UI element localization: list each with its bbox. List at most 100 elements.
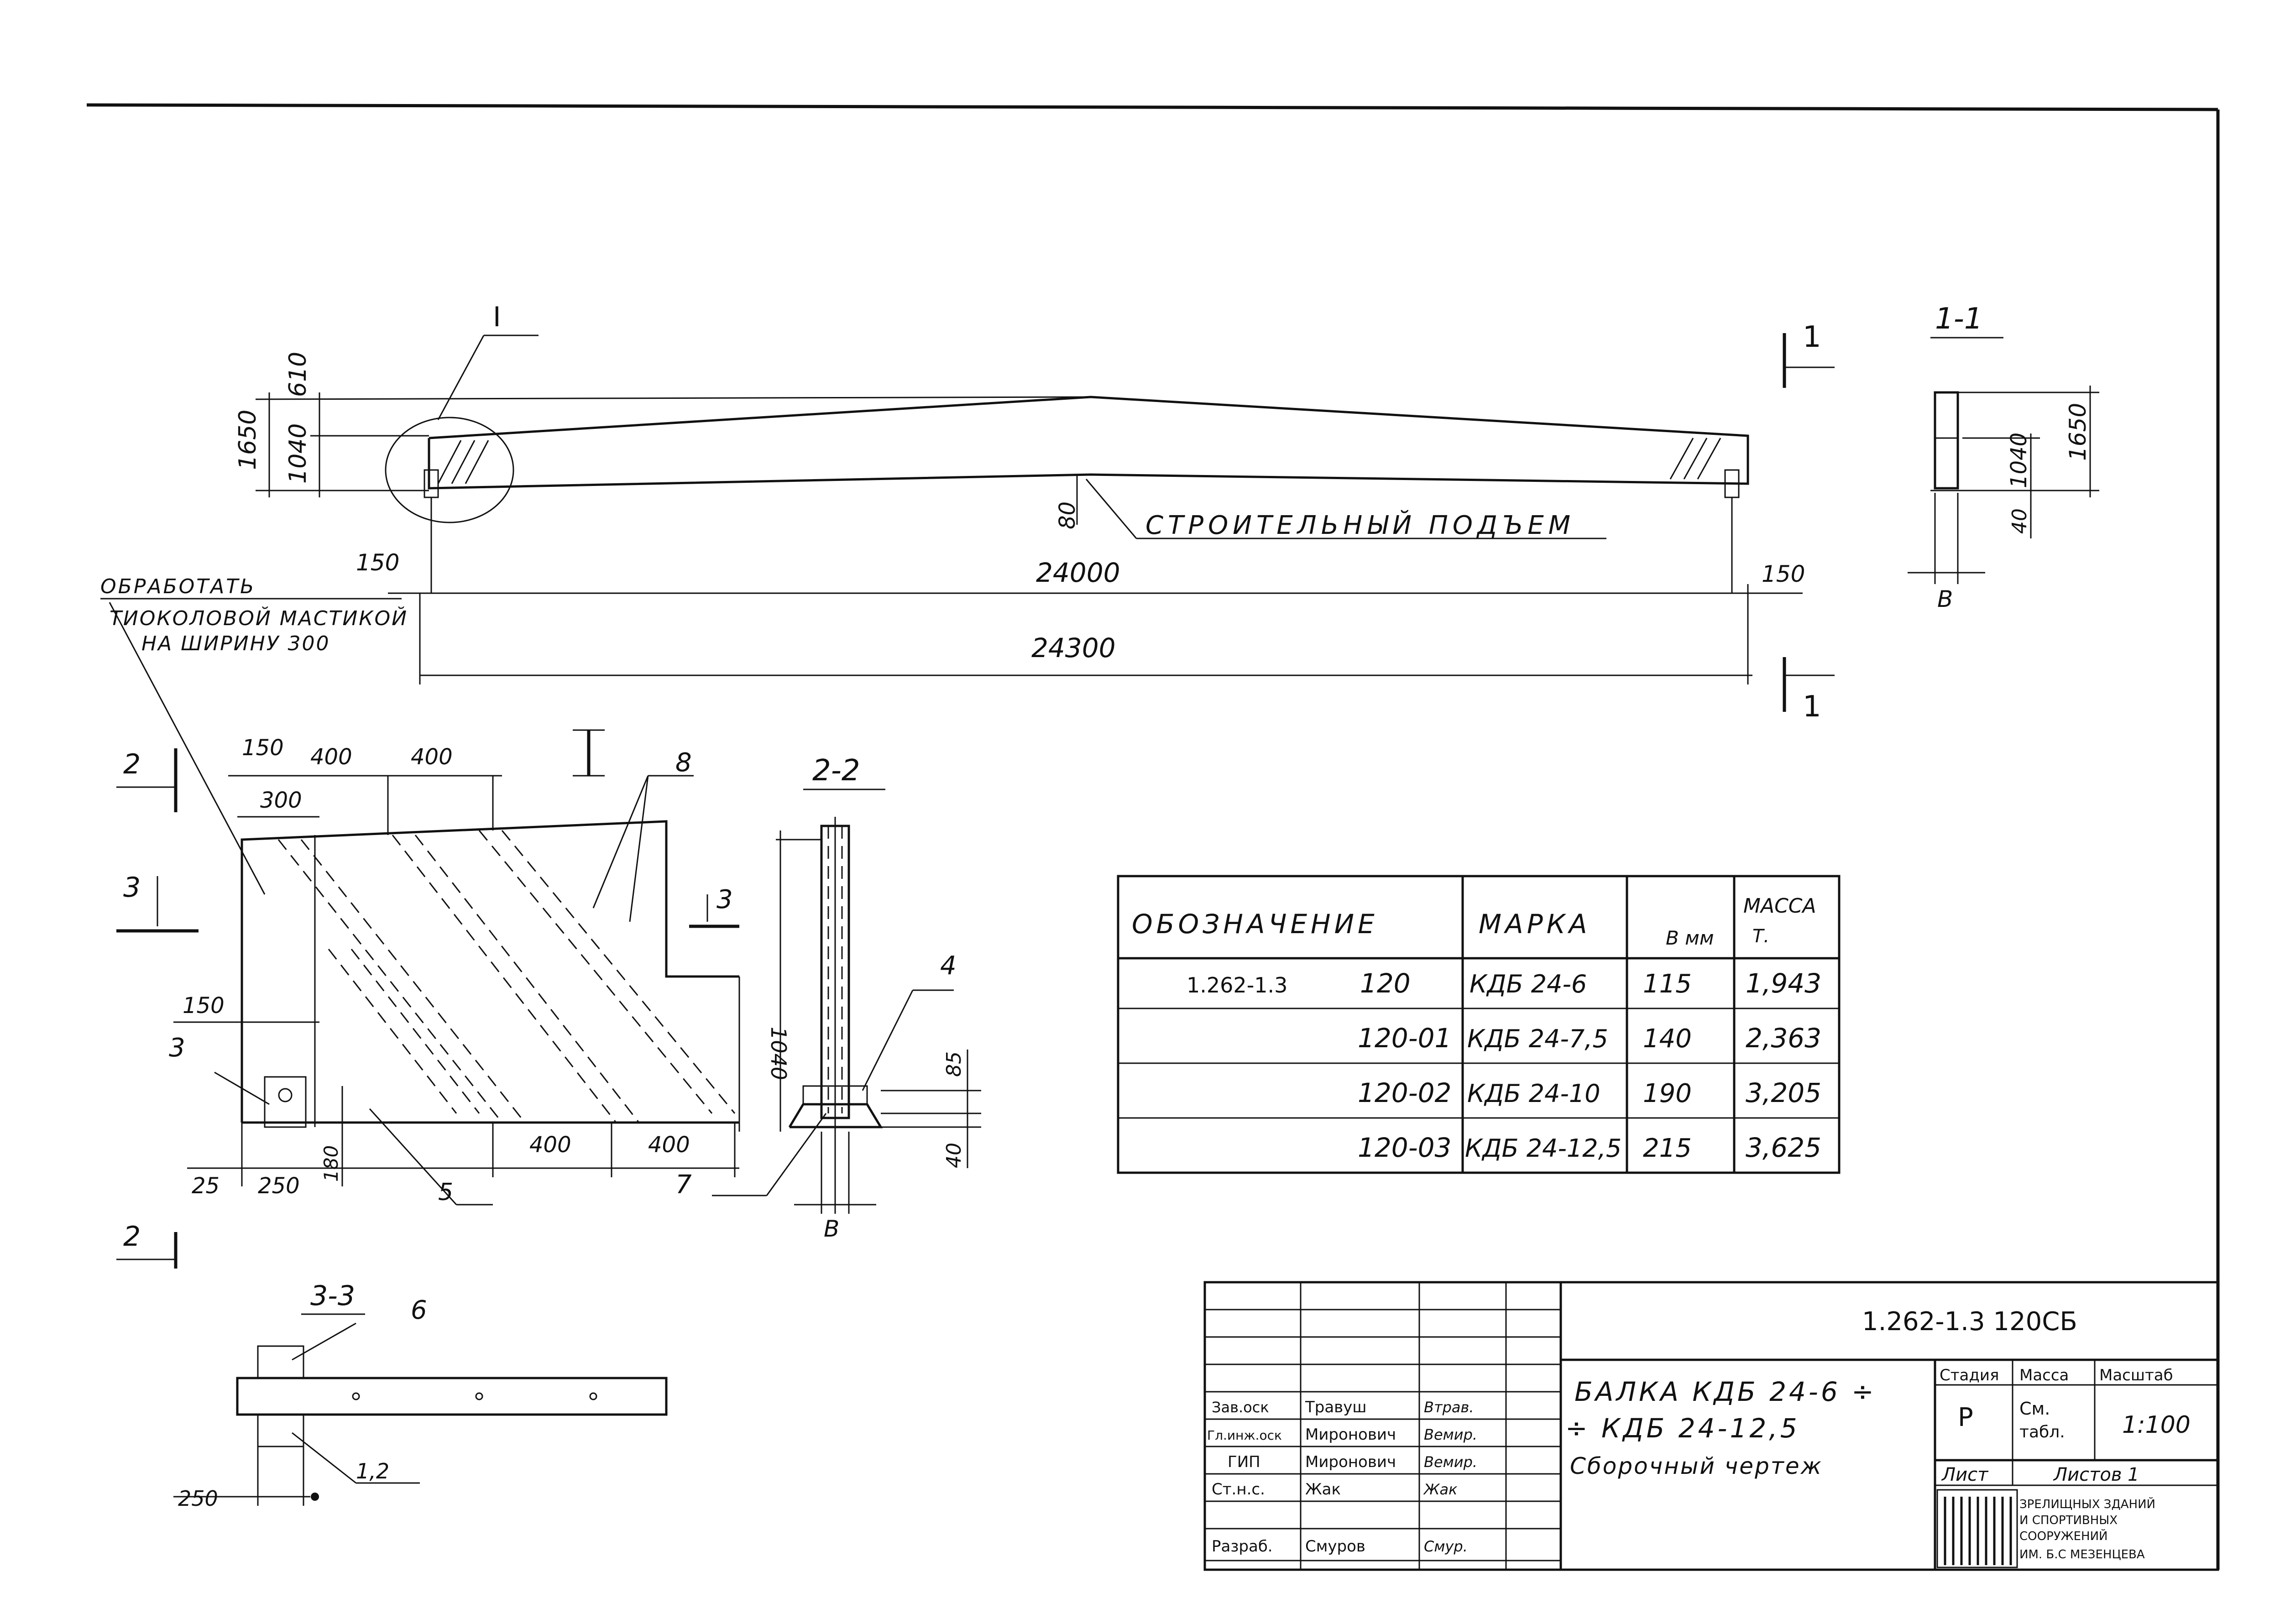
- row-b: 140: [1643, 1024, 1692, 1054]
- detail-I-dim-400-d: 400: [648, 1132, 690, 1158]
- detail-I-callout-3: 3: [169, 1033, 185, 1063]
- signer-row: Зав.оск Травуш Втрав.: [1212, 1398, 1474, 1416]
- schedule-header-b: В мм: [1666, 927, 1714, 949]
- sealant-note-line1: ОБРАБОТАТЬ: [100, 575, 256, 598]
- signer-row: Гл.инж.оск Миронович Вемир.: [1207, 1426, 1477, 1444]
- schedule-header-mark: МАРКА: [1479, 909, 1591, 940]
- row-mass: 3,205: [1746, 1077, 1821, 1108]
- row-num: 120: [1360, 968, 1411, 999]
- section-2-2-title: 2-2: [812, 754, 860, 788]
- signer-role: Зав.оск: [1212, 1399, 1269, 1416]
- detail-I-dim-150-side: 150: [183, 993, 225, 1018]
- signer-name: Смуров: [1305, 1537, 1365, 1556]
- section-2-2-dim-85: 85: [942, 1051, 966, 1077]
- section-3-3-callout-12: 1,2: [356, 1459, 389, 1483]
- sheets-label: Листов 1: [2053, 1464, 2139, 1485]
- detail-I-dim-400-c: 400: [529, 1132, 571, 1158]
- row-b: 115: [1643, 969, 1692, 999]
- dim-610: 610: [284, 352, 312, 397]
- row-num: 120-01: [1358, 1023, 1451, 1054]
- signer-signature: Смур.: [1424, 1538, 1468, 1555]
- org-line3: СООРУЖЕНИЙ: [2019, 1529, 2108, 1543]
- section-2-2: 2-2 85 40 4 7 В: [675, 754, 981, 1242]
- row-mark: КДБ 24-7,5: [1467, 1024, 1608, 1053]
- row-mark: КДБ 24-10: [1467, 1079, 1600, 1108]
- section-1-1: 1-1 1040 1650 40 В: [1908, 302, 2099, 612]
- schedule-header-designation: ОБОЗНАЧЕНИЕ: [1132, 909, 1378, 940]
- signer-role: ГИП: [1228, 1453, 1260, 1471]
- section-3-3-title: 3-3: [310, 1280, 355, 1312]
- section-1-mark-top: 1: [1803, 320, 1821, 354]
- stage-value: Р: [1958, 1403, 1973, 1432]
- signer-name: Жак: [1305, 1480, 1341, 1499]
- signer-signature: Жак: [1423, 1481, 1458, 1498]
- drawing-title-line2: ÷ КДБ 24-12,5: [1565, 1413, 1800, 1444]
- section-2-2-dim-40: 40: [942, 1143, 966, 1168]
- section-1-mark-bottom: 1: [1803, 690, 1821, 724]
- drawing-title-line1: БАЛКА КДБ 24-6 ÷: [1574, 1376, 1877, 1407]
- section-3-3-callout-6: 6: [411, 1295, 427, 1325]
- dim-1650: 1650: [234, 410, 261, 470]
- row-b: 215: [1643, 1133, 1692, 1163]
- title-block: Зав.оск Травуш Втрав. Гл.инж.оск Миронов…: [1203, 1281, 2219, 1571]
- signer-row: ГИП Миронович Вемир.: [1228, 1453, 1477, 1471]
- row-num: 120-02: [1358, 1077, 1451, 1108]
- mass-value-line1: См.: [2019, 1399, 2050, 1419]
- row-b: 190: [1643, 1079, 1692, 1108]
- detail-I-section-2-top: 2: [123, 748, 141, 780]
- detail-I-dim-400-b: 400: [411, 744, 453, 770]
- section-1-1-title: 1-1: [1935, 302, 1983, 336]
- signer-role: Разраб.: [1212, 1537, 1273, 1556]
- sealant-note: ОБРАБОТАТЬ ТИОКОЛОВОЙ МАСТИКОЙ НА ШИРИНУ…: [100, 575, 408, 895]
- signer-signature: Втрав.: [1424, 1399, 1474, 1416]
- schedule-header-mass-unit: Т.: [1752, 926, 1769, 947]
- detail-I-dim-1040: 1040: [766, 1027, 791, 1080]
- detail-I-section-3-left: 3: [123, 872, 141, 903]
- detail-I-dim-150-top: 150: [242, 735, 284, 761]
- section-2-2-callout-7: 7: [675, 1170, 692, 1200]
- section-1-1-dim-40: 40: [2008, 508, 2031, 534]
- detail-I-callout: I: [493, 301, 501, 333]
- detail-I-dim-180: 180: [320, 1145, 342, 1182]
- detail-I-dim-25: 25: [192, 1173, 220, 1199]
- table-row: 120-03 КДБ 24-12,5 215 3,625: [1358, 1132, 1821, 1163]
- section-3-3: 3-3 6 1,2 250: [173, 1280, 668, 1511]
- signer-name: Травуш: [1305, 1398, 1366, 1416]
- signer-role: Ст.н.с.: [1212, 1480, 1265, 1499]
- row-doc: 1.262-1.3: [1187, 973, 1287, 997]
- dim-camber-80: 80: [1055, 501, 1080, 529]
- org-line1: ЗРЕЛИЩНЫХ ЗДАНИЙ: [2019, 1497, 2155, 1511]
- section-1-1-dim-1650: 1650: [2065, 403, 2091, 461]
- signer-role: Гл.инж.оск: [1207, 1428, 1282, 1443]
- scale-header: Масштаб: [2099, 1366, 2173, 1384]
- dim-24000: 24000: [1036, 557, 1120, 588]
- document-code: 1.262-1.3 120СБ: [1862, 1307, 2077, 1337]
- mass-value-line2: табл.: [2019, 1423, 2065, 1441]
- row-mark: КДБ 24-6: [1469, 970, 1587, 998]
- dim-1040: 1040: [284, 423, 312, 484]
- section-2-2-callout-4: 4: [940, 951, 957, 981]
- row-mass: 2,363: [1746, 1023, 1821, 1054]
- sealant-note-line2: ТИОКОЛОВОЙ МАСТИКОЙ: [110, 606, 408, 630]
- schedule-table: ОБОЗНАЧЕНИЕ МАРКА В мм МАССА Т. 1.262-1.…: [1117, 875, 1841, 1174]
- org-logo: [1936, 1489, 2018, 1568]
- stage-header: Стадия: [1940, 1366, 1999, 1384]
- sheet-label: Лист: [1941, 1464, 1989, 1485]
- sheet-frame: [86, 103, 2220, 1570]
- detail-I-callout-8: 8: [675, 748, 692, 778]
- scale-value: 1:100: [2122, 1411, 2191, 1439]
- section-1-1-width: В: [1937, 586, 1953, 612]
- org-line2: И СПОРТИВНЫХ: [2019, 1514, 2118, 1527]
- detail-I-dim-250: 250: [258, 1173, 300, 1199]
- detail-I-section-2-bottom: 2: [123, 1221, 141, 1253]
- row-mass: 1,943: [1746, 968, 1821, 999]
- row-mark: КДБ 24-12,5: [1465, 1134, 1621, 1163]
- signer-signature: Вемир.: [1424, 1453, 1477, 1471]
- row-mass: 3,625: [1746, 1132, 1821, 1163]
- signer-name: Миронович: [1305, 1453, 1396, 1471]
- table-row: 120-02 КДБ 24-10 190 3,205: [1358, 1077, 1821, 1108]
- schedule-header-mass: МАССА: [1743, 894, 1816, 918]
- drawing-title-line3: Сборочный чертеж: [1570, 1453, 1823, 1479]
- beam-elevation: I 610 1650 1040 80 СТРОИТЕЛЬНЫЙ ПОДЪЕМ 1…: [234, 301, 1835, 724]
